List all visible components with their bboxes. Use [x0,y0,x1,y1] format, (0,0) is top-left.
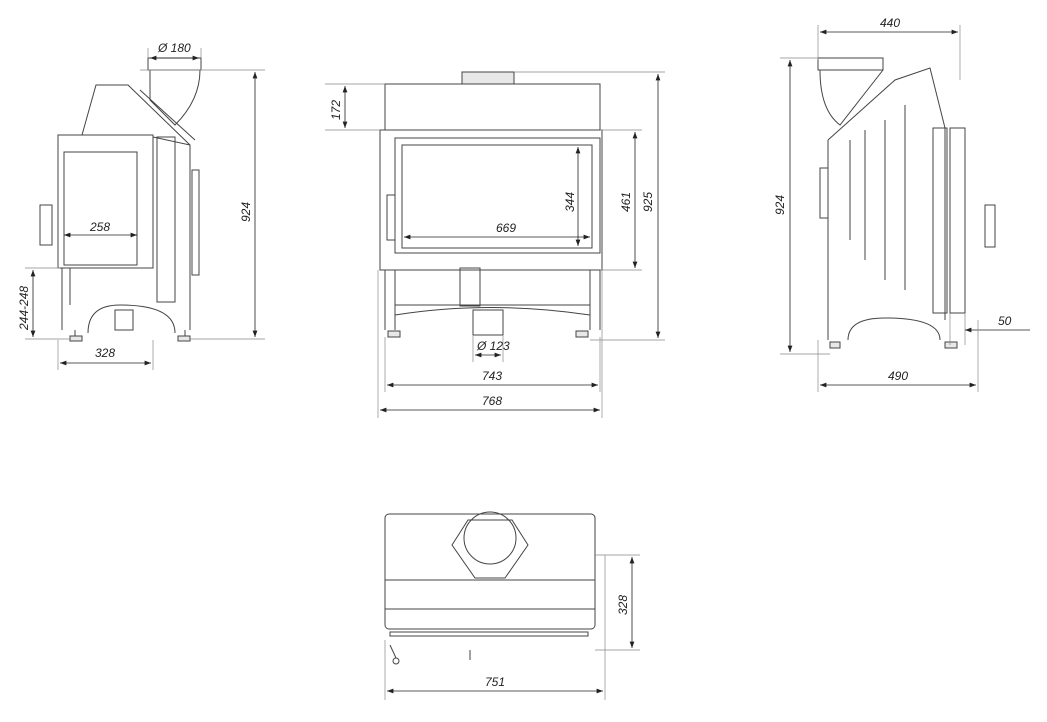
depth-label: 490 [888,369,908,383]
depth-label: 328 [616,595,630,615]
width-label: 768 [482,394,502,408]
glass-width-label: 258 [89,220,110,234]
height-label: 924 [239,202,253,222]
glass-height-label: 344 [563,192,577,212]
top-view: 328 751 [384,511,640,700]
right-side-view: 440 924 50 490 [773,16,1030,392]
front-view: 172 925 461 344 669 Ø 123 743 768 [325,71,665,418]
height-label: 924 [773,195,787,215]
left-side-view: Ø 180 924 258 244-248 328 [17,41,265,370]
top-height-label: 172 [329,100,343,120]
inner-width-label: 743 [482,369,502,383]
width-label: 751 [485,675,505,689]
glass-width-label: 669 [496,221,516,235]
flue-diameter-label: Ø 180 [157,41,191,55]
offset-label: 50 [998,314,1012,328]
opening-height-label: 461 [619,192,633,212]
height-label: 925 [641,192,655,212]
air-inlet-diameter-label: Ø 123 [476,339,510,353]
base-height-label: 244-248 [17,286,31,331]
width-top-label: 440 [880,16,900,30]
depth-label: 328 [95,346,115,360]
